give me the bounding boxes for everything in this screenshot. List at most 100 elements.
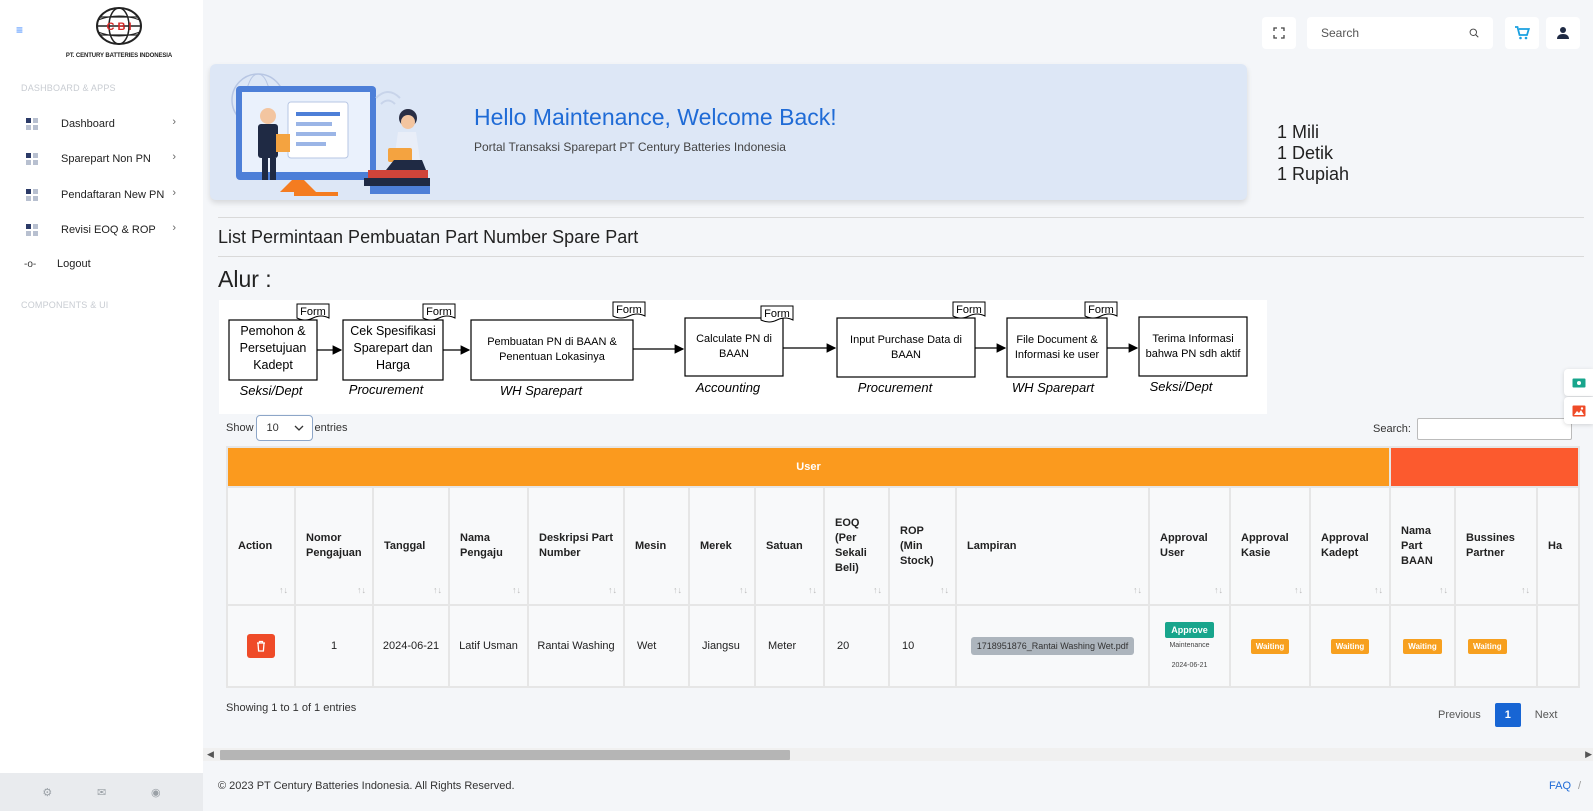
cell-deskripsi: Rantai Washing	[529, 606, 623, 686]
form-tag-icon	[760, 305, 794, 323]
sidebar-item-label: Dashboard	[61, 118, 115, 130]
entries-value: 10	[266, 422, 279, 434]
flow-step-text: Input Purchase Data di	[850, 334, 962, 346]
mail-icon[interactable]: ✉	[97, 786, 107, 799]
column-header-action[interactable]: Action↑↓	[228, 488, 294, 604]
flow-step-box	[1138, 316, 1248, 377]
column-header-approval-user[interactable]: Approval User↑↓	[1150, 488, 1229, 604]
column-header-eoq[interactable]: EOQ (Per Sekali Beli)↑↓	[825, 488, 888, 604]
column-header-lampiran[interactable]: Lampiran↑↓	[957, 488, 1148, 604]
gear-icon[interactable]: ⚙	[42, 786, 53, 799]
company-name: PT. CENTURY BATTERIES INDONESIA	[65, 53, 173, 59]
cell-eoq: 20	[825, 606, 888, 686]
side-money-button[interactable]	[1564, 369, 1593, 396]
approver-name: Maintenance	[1169, 641, 1210, 649]
sort-icon: ↑↓	[940, 585, 949, 595]
fullscreen-icon	[1273, 27, 1285, 39]
form-tag-label: Form	[1088, 304, 1114, 316]
sort-icon: ↑↓	[1133, 585, 1142, 595]
search-label: Search:	[1373, 423, 1411, 435]
company-logo[interactable]: C B I PT. CENTURY BATTERIES INDONESIA	[60, 6, 178, 59]
hamburger-icon[interactable]: ≡	[16, 23, 24, 37]
group-header-next	[1391, 448, 1578, 486]
horizontal-scrollbar[interactable]: ◀ ▶	[203, 748, 1593, 761]
previous-page-button[interactable]: Previous	[1438, 709, 1481, 721]
column-header-merek[interactable]: Merek↑↓	[690, 488, 754, 604]
cell-nama-part-baan: Waiting	[1391, 606, 1454, 686]
column-header-rop[interactable]: ROP (Min Stock)↑↓	[890, 488, 955, 604]
flow-step-text: Kadept	[253, 358, 293, 372]
flow-step-box	[836, 317, 976, 378]
group-header-user: User	[228, 448, 1389, 486]
flow-step-box	[470, 319, 634, 381]
side-image-button[interactable]	[1564, 397, 1593, 424]
form-tag-label: Form	[616, 304, 642, 316]
sort-icon: ↑↓	[673, 585, 682, 595]
sidebar-item-dashboard[interactable]: Dashboard ›	[26, 113, 186, 135]
search-icon[interactable]	[1469, 26, 1479, 40]
sidebar-item-revisi-eoq-rop[interactable]: Revisi EOQ & ROP ›	[26, 219, 186, 241]
flow-step-box	[342, 319, 444, 381]
money-icon	[1572, 378, 1585, 387]
header-search[interactable]	[1307, 17, 1493, 49]
flow-step-text: Sparepart dan	[353, 341, 432, 355]
logout-icon: -o-	[24, 258, 37, 270]
status-badge: Approve	[1165, 621, 1214, 638]
column-header-tanggal[interactable]: Tanggal↑↓	[374, 488, 448, 604]
scrollbar-thumb[interactable]	[220, 750, 790, 760]
scroll-right-arrow-icon[interactable]: ▶	[1585, 749, 1592, 759]
sort-icon: ↑↓	[739, 585, 748, 595]
column-header-truncated[interactable]: Ha	[1538, 488, 1578, 604]
column-header-nomor-pengajuan[interactable]: Nomor Pengajuan↑↓	[296, 488, 372, 604]
column-header-approval-kasie[interactable]: Approval Kasie↑↓	[1231, 488, 1309, 604]
flow-step-box	[1006, 317, 1108, 378]
faq-link[interactable]: FAQ	[1549, 780, 1572, 792]
scroll-left-arrow-icon[interactable]: ◀	[207, 749, 214, 759]
flow-step-role: Accounting	[695, 380, 761, 395]
entries-select[interactable]: 10	[255, 415, 313, 441]
cell-approval-user: Approve Maintenance 2024-06-21	[1150, 606, 1229, 686]
table-container[interactable]: User Action↑↓ Nomor Pengajuan↑↓ Tanggal↑…	[226, 446, 1593, 690]
column-header-deskripsi[interactable]: Deskripsi Part Number↑↓	[529, 488, 623, 604]
column-header-nama-pengaju[interactable]: Nama Pengaju↑↓	[450, 488, 527, 604]
approval-date: 2024-06-21	[1171, 661, 1208, 669]
column-header-nama-part-baan[interactable]: Nama Part BAAN↑↓	[1391, 488, 1454, 604]
user-button[interactable]	[1546, 17, 1580, 49]
form-tag-label: Form	[956, 304, 982, 316]
flow-step-text: Informasi ke user	[1015, 349, 1100, 361]
fullscreen-button[interactable]	[1262, 17, 1296, 49]
column-header-approval-kadept[interactable]: Approval Kadept↑↓	[1311, 488, 1389, 604]
form-tag-label: Form	[764, 308, 790, 320]
grid-icon	[26, 118, 38, 130]
column-header-label: Nama Part BAAN	[1401, 524, 1433, 567]
chevron-right-icon: ›	[172, 187, 176, 199]
delete-button[interactable]	[247, 634, 275, 658]
column-header-mesin[interactable]: Mesin↑↓	[625, 488, 688, 604]
sidebar-item-label: Logout	[57, 258, 91, 270]
page-button-current[interactable]: 1	[1494, 703, 1521, 727]
attachment-link[interactable]: 1718951876_Rantai Washing Wet.pdf	[970, 637, 1135, 655]
table-row: 1 2024-06-21 Latif Usman Rantai Washing …	[228, 606, 1578, 686]
column-header-bussines-partner[interactable]: Bussines Partner↑↓	[1456, 488, 1536, 604]
cell-truncated	[1538, 606, 1578, 686]
power-icon[interactable]: ◉	[151, 786, 161, 799]
form-tag-label: Form	[300, 306, 326, 318]
cell-merek: Jiangsu	[690, 606, 754, 686]
column-header-satuan[interactable]: Satuan↑↓	[756, 488, 823, 604]
cell-rop: 10	[890, 606, 955, 686]
cell-tanggal: 2024-06-21	[374, 606, 448, 686]
form-tag-icon	[1084, 301, 1118, 319]
flow-step-role: Seksi/Dept	[240, 383, 304, 398]
table-search-input[interactable]	[1416, 418, 1572, 440]
sidebar-item-logout[interactable]: -o- Logout	[24, 253, 186, 275]
cart-button[interactable]	[1505, 17, 1539, 49]
sidebar-footer: ⚙ ✉ ◉	[0, 773, 203, 811]
chevron-right-icon: ›	[172, 151, 176, 163]
search-input[interactable]	[1321, 26, 1461, 40]
sidebar-item-sparepart-non-pn[interactable]: Sparepart Non PN ›	[26, 148, 186, 170]
flow-title: Alur :	[218, 266, 272, 292]
sidebar-item-pendaftaran-new-pn[interactable]: Pendaftaran New PN ›	[26, 184, 186, 206]
next-page-button[interactable]: Next	[1534, 709, 1558, 721]
grid-icon	[26, 189, 38, 201]
column-header-label: Nomor Pengajuan	[306, 532, 362, 559]
